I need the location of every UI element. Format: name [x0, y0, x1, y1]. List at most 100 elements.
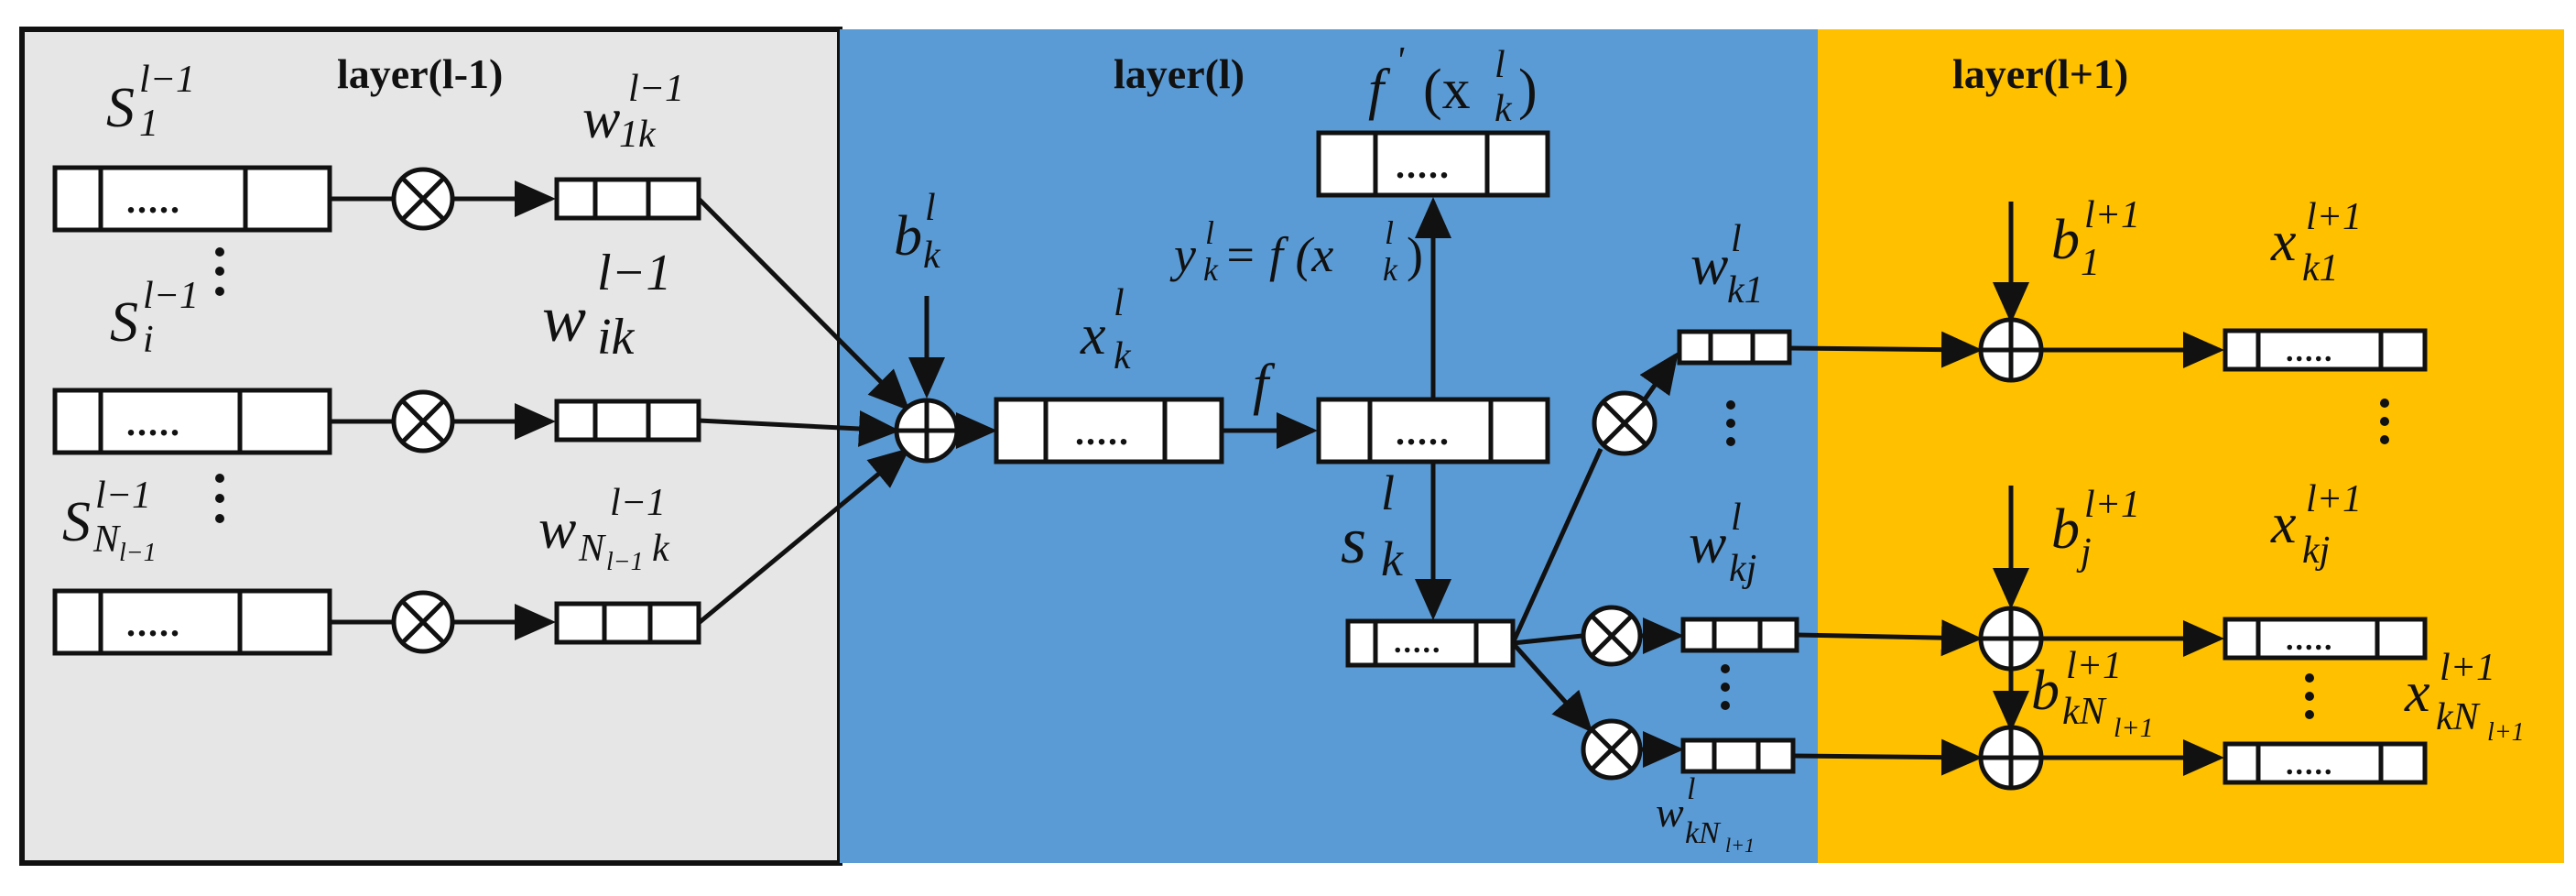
multiply-op-kN — [1581, 718, 1643, 781]
feature-map-xk: ..... — [994, 397, 1224, 464]
label-sk: s k l — [1341, 465, 1404, 586]
kernel-wNk — [554, 601, 701, 645]
feature-map-fprime: ..... — [1316, 130, 1550, 198]
svg-text:k: k — [1383, 251, 1398, 288]
label-wkj: w kj l — [1689, 497, 1756, 590]
label-bk: b k l — [894, 187, 941, 277]
svg-text:k: k — [923, 235, 941, 277]
arrow-wkj-to-sum — [1796, 619, 1983, 657]
feature-map-sN: ..... — [52, 588, 332, 656]
wire-sk-mid — [1512, 633, 1583, 646]
svg-text:.....: ..... — [1075, 411, 1130, 453]
label-si: S i l−1 — [110, 275, 199, 361]
svg-text:w: w — [1656, 789, 1684, 836]
svg-text:l+1: l+1 — [2306, 478, 2362, 520]
svg-text:N: N — [92, 519, 121, 561]
svg-text:k: k — [652, 528, 670, 570]
wire-sk-up — [1510, 447, 1603, 645]
svg-text:i: i — [143, 319, 154, 361]
svg-text:l−1: l−1 — [139, 59, 195, 101]
arrow-sk-down — [1511, 641, 1593, 733]
svg-text:S: S — [106, 77, 135, 139]
panel-title-next: layer(l+1) — [1952, 50, 2128, 97]
feature-map-s1: ..... — [52, 165, 332, 233]
svg-text:1: 1 — [139, 103, 158, 145]
panel-layer-next — [1818, 29, 2564, 863]
svg-text:.....: ..... — [1396, 411, 1451, 453]
svg-text:l: l — [925, 187, 936, 229]
svg-text:b: b — [2051, 209, 2080, 271]
label-xkN: x kN l+1 l+1 — [2404, 647, 2525, 747]
svg-text:l−1: l−1 — [597, 245, 671, 301]
feature-map-xkj: ..... — [2223, 617, 2428, 661]
svg-text:ik: ik — [597, 309, 636, 366]
svg-text:1: 1 — [2081, 242, 2100, 284]
svg-text:S: S — [62, 491, 91, 553]
svg-text:= f (x: = f (x — [1223, 227, 1333, 282]
label-s1: S 1 l−1 — [106, 59, 195, 145]
kernel-wkN — [1680, 738, 1796, 774]
svg-text:l+1: l+1 — [2306, 196, 2362, 238]
multiply-op-k1 — [1592, 390, 1658, 456]
svg-text:l+1: l+1 — [2440, 647, 2495, 689]
svg-text:w: w — [542, 282, 586, 355]
svg-text:N: N — [578, 528, 606, 570]
multiply-op-i — [330, 389, 455, 453]
arrow-wik-to-sum — [698, 410, 900, 447]
svg-text:l+1: l+1 — [2084, 484, 2140, 526]
label-yk-equation: y k l = f (x k l ) — [1169, 214, 1423, 288]
svg-text:w: w — [1689, 513, 1726, 575]
svg-text:l: l — [1205, 214, 1214, 251]
svg-text:.....: ..... — [2286, 623, 2334, 657]
svg-text:l+1: l+1 — [2084, 194, 2140, 236]
label-b1: b 1 l+1 — [2051, 194, 2140, 284]
label-wk1: w k1 l — [1690, 218, 1764, 311]
svg-text:k: k — [1114, 335, 1132, 377]
svg-text:kN: kN — [1685, 816, 1722, 850]
svg-text:S: S — [110, 291, 138, 354]
svg-text:x: x — [2270, 211, 2297, 273]
svg-text:l: l — [1687, 772, 1695, 806]
svg-text:l−1: l−1 — [143, 275, 199, 317]
svg-text:kj: kj — [2302, 530, 2330, 572]
svg-text:.....: ..... — [2286, 334, 2334, 368]
svg-text:): ) — [1518, 59, 1538, 121]
kernel-wik — [554, 399, 701, 443]
svg-text:x: x — [2404, 661, 2430, 724]
feature-map-si: ..... — [52, 388, 332, 455]
vertical-ellipsis-next — [2305, 399, 2389, 719]
svg-text:kN: kN — [2436, 696, 2481, 738]
kernel-wk1 — [1677, 329, 1792, 366]
svg-text:l: l — [1731, 218, 1742, 260]
svg-text:w: w — [582, 88, 620, 150]
label-w1k: w 1k l−1 — [582, 68, 684, 156]
sum-op-kN — [1978, 725, 2044, 791]
svg-text:y: y — [1169, 227, 1196, 282]
svg-text:): ) — [1407, 227, 1423, 282]
svg-text:': ' — [1396, 40, 1405, 82]
svg-text:l+1: l+1 — [2114, 713, 2154, 743]
svg-text:l−1: l−1 — [119, 539, 157, 567]
svg-text:l−1: l−1 — [610, 482, 666, 524]
svg-text:l+1: l+1 — [1725, 834, 1755, 857]
svg-text:kj: kj — [1729, 548, 1756, 590]
svg-text:.....: ..... — [1396, 145, 1451, 186]
vertical-ellipsis-l — [1721, 400, 1735, 710]
label-xkj: x kj l+1 — [2270, 478, 2362, 572]
svg-text:k1: k1 — [1727, 269, 1764, 311]
svg-text:w: w — [538, 498, 576, 561]
arrow-wk1-to-sum — [1788, 331, 1983, 368]
label-wkN: w kN l+1 l — [1656, 772, 1755, 857]
label-bj: b j l+1 — [2051, 484, 2140, 574]
kernel-w1k — [554, 177, 701, 221]
arrow-wNk-to-sum — [697, 447, 910, 625]
svg-text:j: j — [2076, 531, 2092, 574]
svg-text:.....: ..... — [126, 603, 181, 644]
vertical-ellipsis — [215, 247, 224, 523]
svg-text:k: k — [1381, 531, 1404, 586]
svg-text:k1: k1 — [2302, 247, 2339, 290]
multiply-op-kj — [1581, 605, 1643, 667]
arrow-wkN-to-sum — [1792, 738, 1983, 776]
panel-title-current: layer(l) — [1114, 50, 1245, 97]
feature-map-sk: ..... — [1345, 618, 1516, 668]
